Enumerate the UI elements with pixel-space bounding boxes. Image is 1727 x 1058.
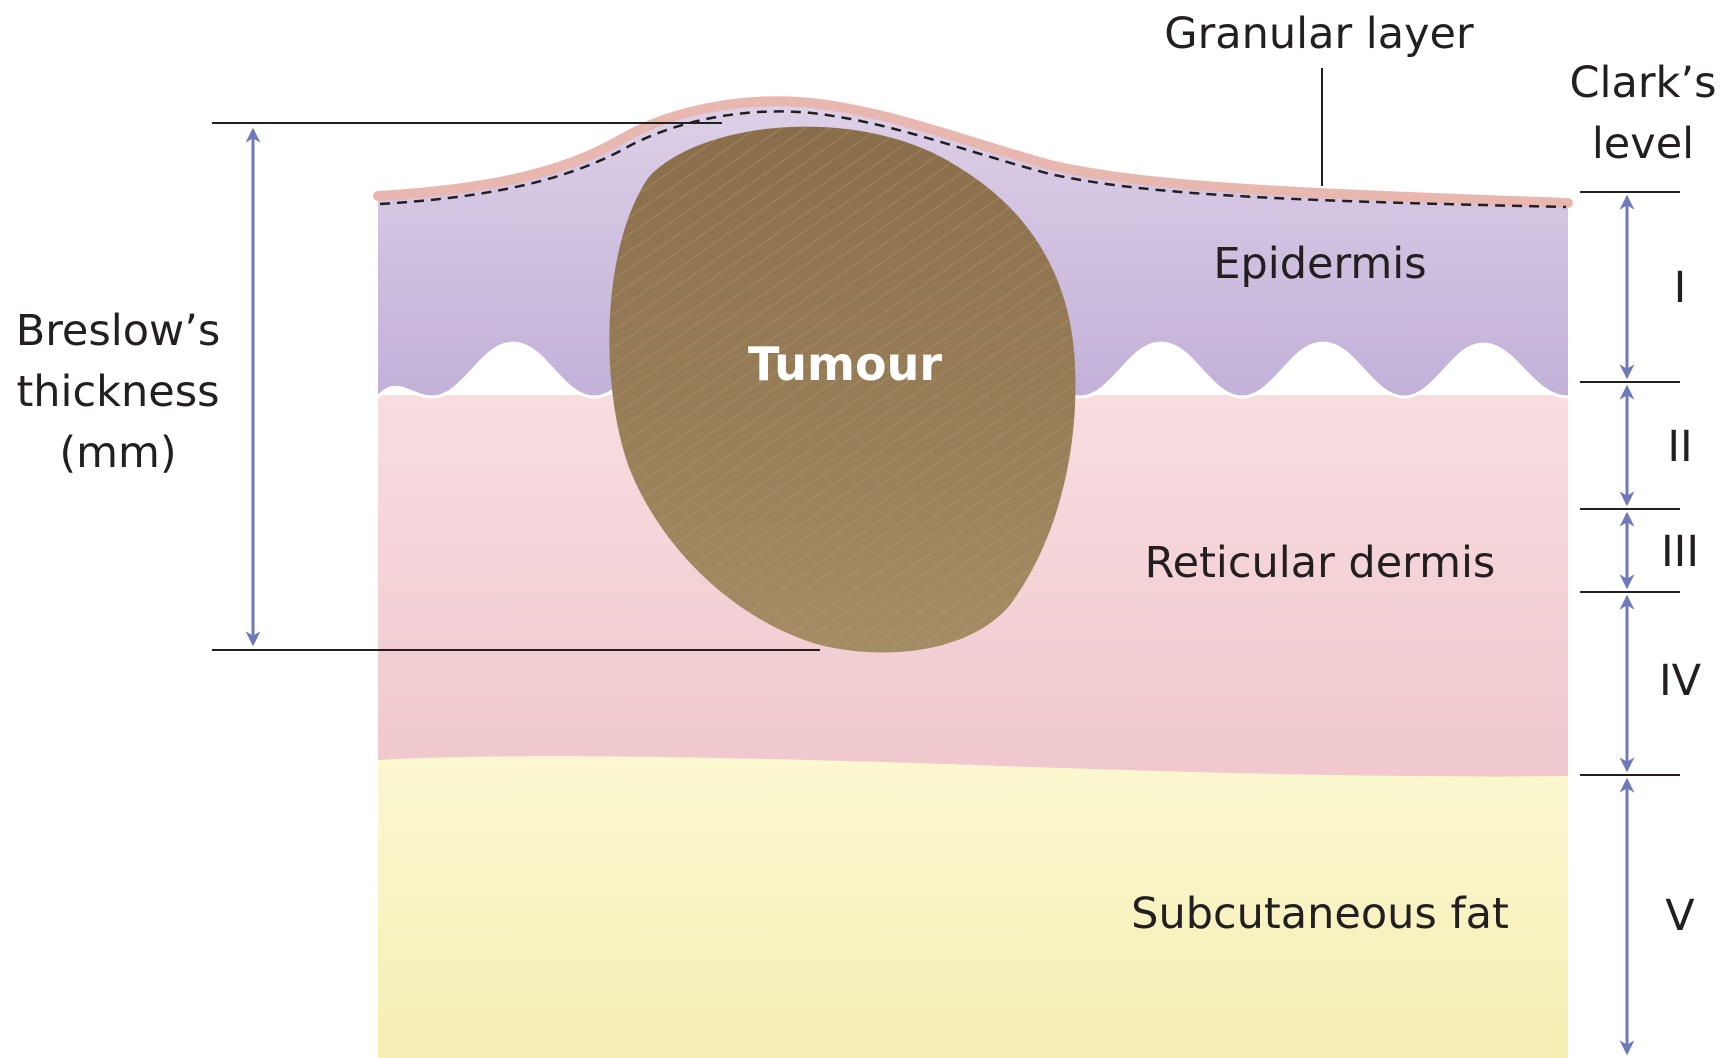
reticular-dermis-label: Reticular dermis [1145, 538, 1496, 588]
clarks-level-label-line1: Clark’s [1570, 58, 1717, 108]
clark-level-ii: II [1667, 422, 1692, 472]
subcutaneous-fat-label: Subcutaneous fat [1131, 889, 1509, 939]
tumour-label: Tumour [748, 337, 942, 391]
clark-level-v: V [1665, 891, 1695, 941]
clark-level-iv: IV [1659, 656, 1702, 706]
breslow-label-line1: Breslow’s [16, 306, 221, 356]
granular-layer-label: Granular layer [1164, 9, 1474, 59]
breslow-label-line2: thickness [16, 367, 219, 417]
clark-level-i: I [1674, 263, 1687, 313]
epidermis-label: Epidermis [1213, 239, 1426, 289]
clark-level-iii: III [1661, 527, 1699, 577]
breslow-label-line3: (mm) [59, 428, 176, 478]
clarks-level-label-line2: level [1592, 119, 1694, 169]
